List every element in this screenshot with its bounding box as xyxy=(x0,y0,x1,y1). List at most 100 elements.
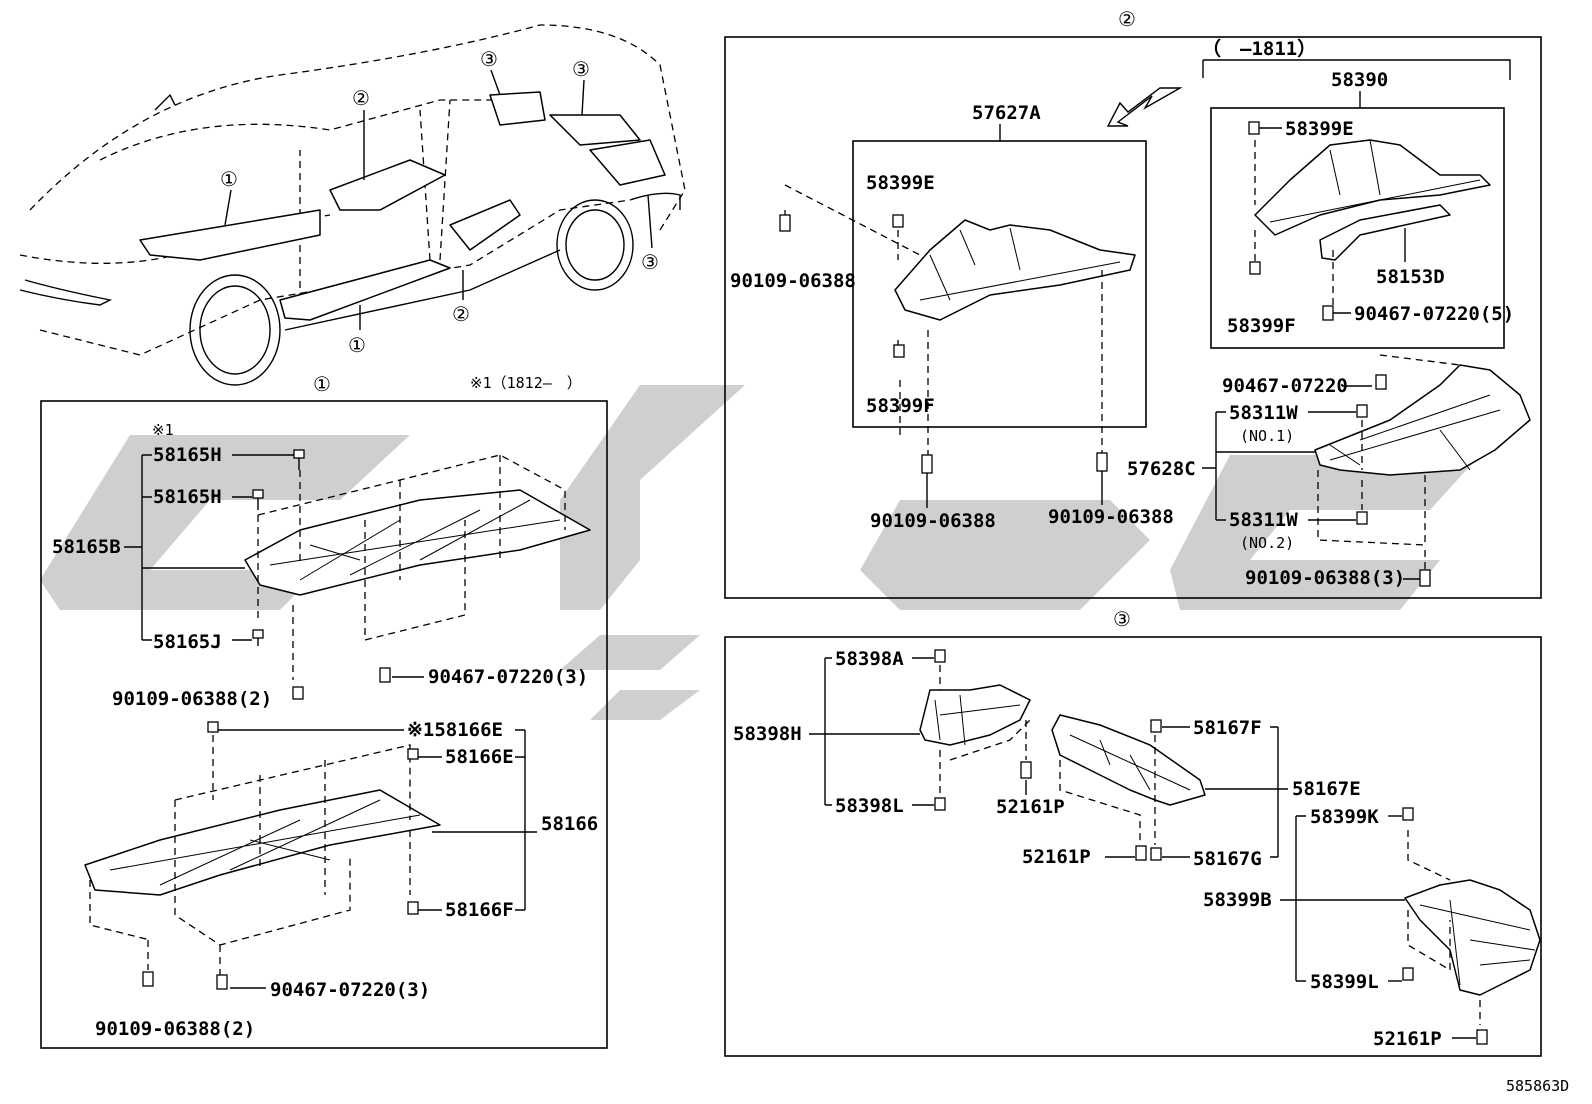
vehicle-side-cover-right xyxy=(449,199,521,251)
fastener-58399F-right xyxy=(1249,261,1261,275)
fastener-58166E-1 xyxy=(207,721,219,733)
part-57627A: 57627A xyxy=(972,102,1041,124)
fastener-90467-5 xyxy=(1322,305,1334,321)
fastener-58167G xyxy=(1150,847,1162,861)
group-1-note: ※1（1812– ） xyxy=(470,374,582,392)
watermark-shape-2 xyxy=(560,385,745,610)
group-1-callout: ① xyxy=(313,372,331,396)
part-90109-06388-g1a: 90109-06388(2) xyxy=(112,688,272,710)
cover-58167E-dash xyxy=(1059,735,1156,845)
cover-58167E xyxy=(1051,714,1206,806)
fastener-58398L xyxy=(934,797,946,811)
vehicle-rear-cover-right xyxy=(549,114,641,146)
rear-cover-57628C xyxy=(1314,364,1531,476)
vehicle-rear-cover-lower xyxy=(589,139,666,186)
watermark-shape-5 xyxy=(560,635,700,670)
side-cover-58390-dash xyxy=(1254,140,1334,305)
part-58166F: 58166F xyxy=(445,899,514,921)
side-cover-57627A xyxy=(894,219,1136,321)
undercover-rear-ribs xyxy=(109,799,421,886)
bracket-58166 xyxy=(432,729,537,911)
side-cover-57627A-ribs xyxy=(919,227,1121,301)
v1a-leader xyxy=(224,189,232,226)
group-3-callout: ③ xyxy=(1113,607,1131,631)
subframe-58390 xyxy=(1210,107,1505,349)
group-3-panel: ③ 58398A 58398H 58398L 52161P 58167F 581… xyxy=(724,607,1542,1057)
label-no1: (NO.1) xyxy=(1240,427,1294,445)
part-58399L: 58399L xyxy=(1310,971,1379,993)
v3c-leader xyxy=(647,194,653,249)
part-58165H-2: 58165H xyxy=(153,486,222,508)
part-58399B: 58399B xyxy=(1203,889,1272,911)
fastener-90467-g1a xyxy=(379,667,391,683)
part-90109-06388-left: 90109-06388 xyxy=(730,270,856,292)
fastener-90109-b2 xyxy=(1096,452,1108,472)
part-58311W-2: 58311W xyxy=(1229,509,1298,531)
part-58165B: 58165B xyxy=(52,536,121,558)
part-58399E-right: 58399E xyxy=(1285,118,1354,140)
part-90109-06388-g1b: 90109-06388(2) xyxy=(95,1018,255,1040)
part-52161P-c: 52161P xyxy=(1373,1028,1442,1050)
watermark-shape-4 xyxy=(1170,455,1480,610)
part-58398L: 58398L xyxy=(835,795,904,817)
part-58398A: 58398A xyxy=(835,648,904,670)
fastener-90109-g1a xyxy=(292,686,304,700)
part-58167G: 58167G xyxy=(1193,848,1262,870)
side-cover-58390-ribs xyxy=(1269,139,1481,223)
undercover-front-dash xyxy=(257,454,566,680)
fastener-58166E-2 xyxy=(407,748,419,760)
part-58399F-right: 58399F xyxy=(1227,315,1296,337)
fastener-90109-b1 xyxy=(921,454,933,474)
label-no2: (NO.2) xyxy=(1240,534,1294,552)
vehicle-outline-rear xyxy=(629,192,681,210)
fastener-52161P-b xyxy=(1135,845,1147,861)
fastener-90109-left xyxy=(779,214,791,232)
fastener-58165J xyxy=(252,629,264,646)
diagram-id: 585863D xyxy=(1506,1077,1569,1095)
sub-cover-58153D xyxy=(1319,204,1451,261)
part-90109-06388-b2: 90109-06388 xyxy=(1048,506,1174,528)
fastener-58399F-left xyxy=(893,344,905,358)
group-2-panel: ② 57627A 58399E 58399F 90109-06388 90109… xyxy=(724,7,1542,599)
rear-cover-57628C-ribs xyxy=(1329,394,1501,471)
part-90467-07220-g2: 90467-07220 xyxy=(1222,375,1348,397)
fastener-52161P-c xyxy=(1476,1029,1488,1045)
range-bracket-58390 xyxy=(1202,59,1511,80)
group-1-panel: ① ※1（1812– ） ※1 58165H 58165H 58165B 581… xyxy=(40,372,608,1049)
bracket-58165B xyxy=(124,454,245,641)
part-58399E-left: 58399E xyxy=(866,172,935,194)
front-wheel-inner xyxy=(199,285,271,375)
group-3-frame xyxy=(724,636,1542,1057)
vehicle-callout-2a: ② xyxy=(352,86,370,110)
v3a-leader xyxy=(490,69,501,96)
part-58311W-1: 58311W xyxy=(1229,402,1298,424)
cover-58398H-ribs xyxy=(934,694,1021,746)
rear-cover-57628C-dash xyxy=(1317,354,1461,570)
part-58398H: 58398H xyxy=(733,723,802,745)
fastener-58311W-1 xyxy=(1356,404,1368,418)
vehicle-outline-rocker xyxy=(284,249,561,331)
vehicle-callout-1b: ① xyxy=(348,333,366,357)
part-58166E-2: 58166E xyxy=(445,746,514,768)
bracket-57628C xyxy=(1202,411,1320,521)
note-mark: ※1 xyxy=(152,421,174,439)
part-58399K: 58399K xyxy=(1310,806,1379,828)
fastener-58399E-left xyxy=(892,214,904,228)
vehicle-outline-windshield xyxy=(99,99,540,161)
part-90467-07220-g1a: 90467-07220(3) xyxy=(428,666,588,688)
part-90109-06388-3: 90109-06388(3) xyxy=(1245,567,1405,589)
part-52161P-a: 52161P xyxy=(996,796,1065,818)
fastener-90467-g2 xyxy=(1375,374,1387,390)
fastener-58166F xyxy=(407,901,419,915)
watermark-shape-1 xyxy=(40,435,410,610)
part-58165J: 58165J xyxy=(153,631,222,653)
undercover-rear-dash xyxy=(89,735,411,975)
vehicle-side-cover-left xyxy=(329,159,446,211)
watermark-shape-3 xyxy=(860,500,1150,610)
cover-58399B-ribs xyxy=(1419,899,1536,986)
fastener-52161P-a xyxy=(1020,761,1032,779)
group-2-callout: ② xyxy=(1118,7,1136,31)
group-2-frame xyxy=(724,36,1542,599)
vehicle-front-undercover xyxy=(139,209,321,261)
